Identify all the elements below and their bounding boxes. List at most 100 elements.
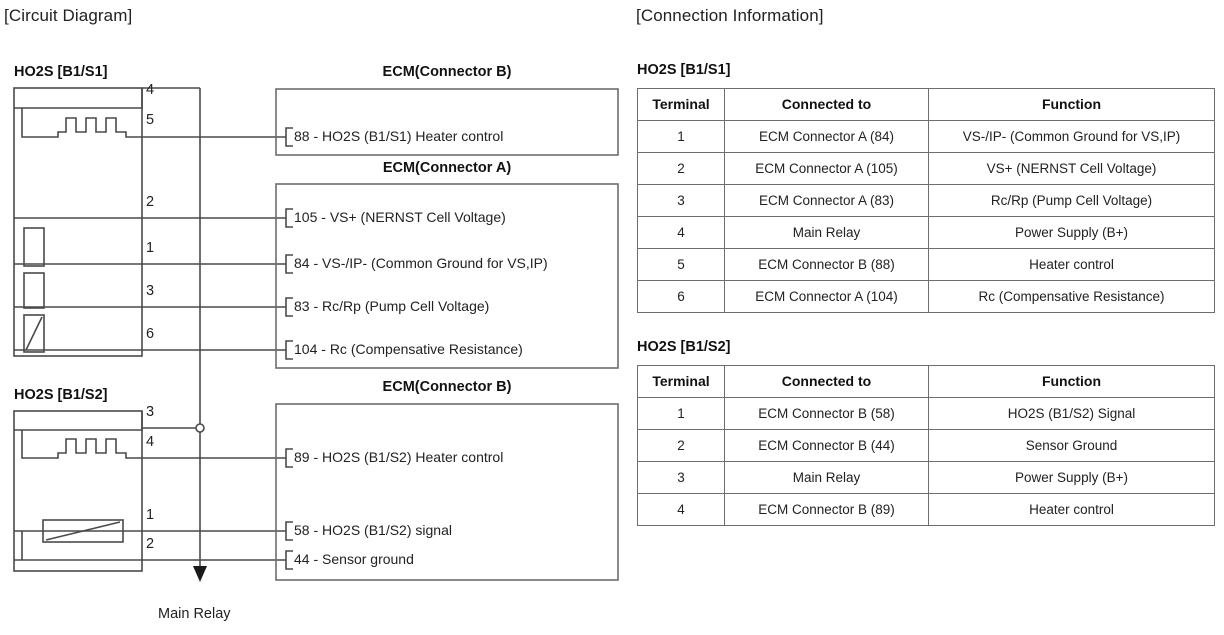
sensor1-pin-number-2: 2 xyxy=(146,194,155,210)
cell-connected-to: ECM Connector A (84) xyxy=(724,120,929,153)
cell-terminal: 4 xyxy=(637,493,725,526)
connection-table-2-wrap: Terminal Connected to Function 1 ECM Con… xyxy=(637,365,1215,526)
sensor1-pin-number-4: 4 xyxy=(146,82,155,98)
table-row: 4 ECM Connector B (89) Heater control xyxy=(637,493,1215,526)
cell-connected-to: Main Relay xyxy=(724,461,929,494)
sensor2-sensing-element-diagonal xyxy=(45,521,121,541)
ecm-pin-label-84: 84 - VS-/IP- (Common Ground for VS,IP) xyxy=(294,255,548,271)
table-row: 6 ECM Connector A (104) Rc (Compensative… xyxy=(637,280,1215,313)
table-1-title: HO2S [B1/S1] xyxy=(637,62,731,78)
cell-terminal: 2 xyxy=(637,152,725,185)
sensor1-compensative-resistor-diagonal xyxy=(25,316,43,351)
sensor1-cell-2 xyxy=(23,272,45,309)
sensor1-title: HO2S [B1/S1] xyxy=(14,64,108,80)
column-header-terminal: Terminal xyxy=(637,365,725,398)
cell-function: Power Supply (B+) xyxy=(928,216,1215,249)
ecm-pin-number-83: 83 xyxy=(294,298,310,314)
cell-terminal: 6 xyxy=(637,280,725,313)
cell-connected-to: ECM Connector A (83) xyxy=(724,184,929,217)
cell-function: HO2S (B1/S2) Signal xyxy=(928,397,1215,430)
ecm-pin-dash-83: - xyxy=(313,298,319,314)
ecm-pin-dash-58: - xyxy=(313,522,319,538)
ecm-pin-label-104: 104 - Rc (Compensative Resistance) xyxy=(294,341,523,357)
sensor2-title: HO2S [B1/S2] xyxy=(14,387,108,403)
ecm-pin-dash-88: - xyxy=(313,128,319,144)
ecm-pin-number-44: 44 xyxy=(294,551,310,567)
table-row: 2 ECM Connector A (105) VS+ (NERNST Cell… xyxy=(637,152,1215,185)
ecm-pin-label-58: 58 - HO2S (B1/S2) signal xyxy=(294,522,452,538)
table-row: 5 ECM Connector B (88) Heater control xyxy=(637,248,1215,281)
cell-terminal: 3 xyxy=(637,461,725,494)
sensor2-heater-element xyxy=(14,411,143,431)
ecm-terminal-bracket-88 xyxy=(285,127,293,147)
ecm-terminal-bracket-89 xyxy=(285,448,293,468)
ecm-pin-number-58: 58 xyxy=(294,522,310,538)
ecm-box-a xyxy=(275,183,619,369)
cell-terminal: 2 xyxy=(637,429,725,462)
ecm-pin-text-83: Rc/Rp (Pump Cell Voltage) xyxy=(322,298,490,314)
sensor1-pin-number-1: 1 xyxy=(146,240,155,256)
ecm-pin-dash-89: - xyxy=(313,449,319,465)
ecm-pin-text-44: Sensor ground xyxy=(322,551,414,567)
cell-terminal: 1 xyxy=(637,397,725,430)
sensor2-heater-zigzag xyxy=(21,430,142,459)
table-2-title: HO2S [B1/S2] xyxy=(637,339,731,355)
sensor1-heater-zigzag xyxy=(21,108,142,138)
ecm-pin-label-88: 88 - HO2S (B1/S1) Heater control xyxy=(294,128,503,144)
ecm-pin-text-88: HO2S (B1/S1) Heater control xyxy=(322,128,504,144)
sensor2-pin-number-1: 1 xyxy=(146,507,155,523)
cell-terminal: 5 xyxy=(637,248,725,281)
ecm-pin-number-105: 105 xyxy=(294,209,318,225)
cell-connected-to: ECM Connector A (104) xyxy=(724,280,929,313)
ecm-pin-dash-104: - xyxy=(321,341,326,357)
ecm-box-b-bottom xyxy=(275,403,619,581)
table-row: 3 Main Relay Power Supply (B+) xyxy=(637,461,1215,494)
table-row: 1 ECM Connector B (58) HO2S (B1/S2) Sign… xyxy=(637,397,1215,430)
table-row: 4 Main Relay Power Supply (B+) xyxy=(637,216,1215,249)
cell-connected-to: ECM Connector B (44) xyxy=(724,429,929,462)
cell-connected-to: ECM Connector B (58) xyxy=(724,397,929,430)
ecm-terminal-bracket-105 xyxy=(285,208,293,228)
ecm-pin-label-83: 83 - Rc/Rp (Pump Cell Voltage) xyxy=(294,298,489,314)
ecm-terminal-bracket-84 xyxy=(285,254,293,274)
cell-function: Heater control xyxy=(928,493,1215,526)
circuit-diagram-heading: [Circuit Diagram] xyxy=(4,6,133,25)
ecm-pin-dash-84: - xyxy=(313,255,319,271)
ecm-terminal-bracket-44 xyxy=(285,550,293,570)
table-header-row: Terminal Connected to Function xyxy=(637,365,1215,398)
sensor1-heater-element xyxy=(14,88,143,109)
ecm-box-b-bottom-title: ECM(Connector B) xyxy=(382,379,512,395)
connection-table-1: Terminal Connected to Function 1 ECM Con… xyxy=(637,88,1215,313)
cell-function: Sensor Ground xyxy=(928,429,1215,462)
cell-connected-to: ECM Connector B (89) xyxy=(724,493,929,526)
ecm-box-b-top-title: ECM(Connector B) xyxy=(382,64,512,80)
ecm-terminal-bracket-83 xyxy=(285,297,293,317)
cell-connected-to: ECM Connector B (88) xyxy=(724,248,929,281)
ecm-pin-text-105: VS+ (NERNST Cell Voltage) xyxy=(329,209,506,225)
ecm-terminal-bracket-104 xyxy=(285,340,293,360)
ecm-pin-label-105: 105 - VS+ (NERNST Cell Voltage) xyxy=(294,209,506,225)
sensor2-pin-number-3: 3 xyxy=(146,404,155,420)
cell-function: Rc/Rp (Pump Cell Voltage) xyxy=(928,184,1215,217)
main-relay-label: Main Relay xyxy=(158,606,231,622)
main-relay-arrow-icon xyxy=(193,566,207,582)
cell-terminal: 1 xyxy=(637,120,725,153)
cell-terminal: 4 xyxy=(637,216,725,249)
cell-function: VS-/IP- (Common Ground for VS,IP) xyxy=(928,120,1215,153)
ecm-box-a-title: ECM(Connector A) xyxy=(382,160,512,176)
sensor1-cell-1 xyxy=(23,227,45,267)
ecm-box-b-top xyxy=(275,88,619,156)
connection-table-2: Terminal Connected to Function 1 ECM Con… xyxy=(637,365,1215,526)
cell-connected-to: ECM Connector A (105) xyxy=(724,152,929,185)
sensor1-pin-number-3: 3 xyxy=(146,283,155,299)
table-header-row: Terminal Connected to Function xyxy=(637,88,1215,121)
cell-function: Heater control xyxy=(928,248,1215,281)
ecm-terminal-bracket-58 xyxy=(285,521,293,541)
ecm-pin-text-104: Rc (Compensative Resistance) xyxy=(329,341,523,357)
bus-junction-dot xyxy=(195,423,205,433)
table-row: 3 ECM Connector A (83) Rc/Rp (Pump Cell … xyxy=(637,184,1215,217)
sensor1-body xyxy=(13,87,143,357)
table-row: 1 ECM Connector A (84) VS-/IP- (Common G… xyxy=(637,120,1215,153)
cell-function: Rc (Compensative Resistance) xyxy=(928,280,1215,313)
